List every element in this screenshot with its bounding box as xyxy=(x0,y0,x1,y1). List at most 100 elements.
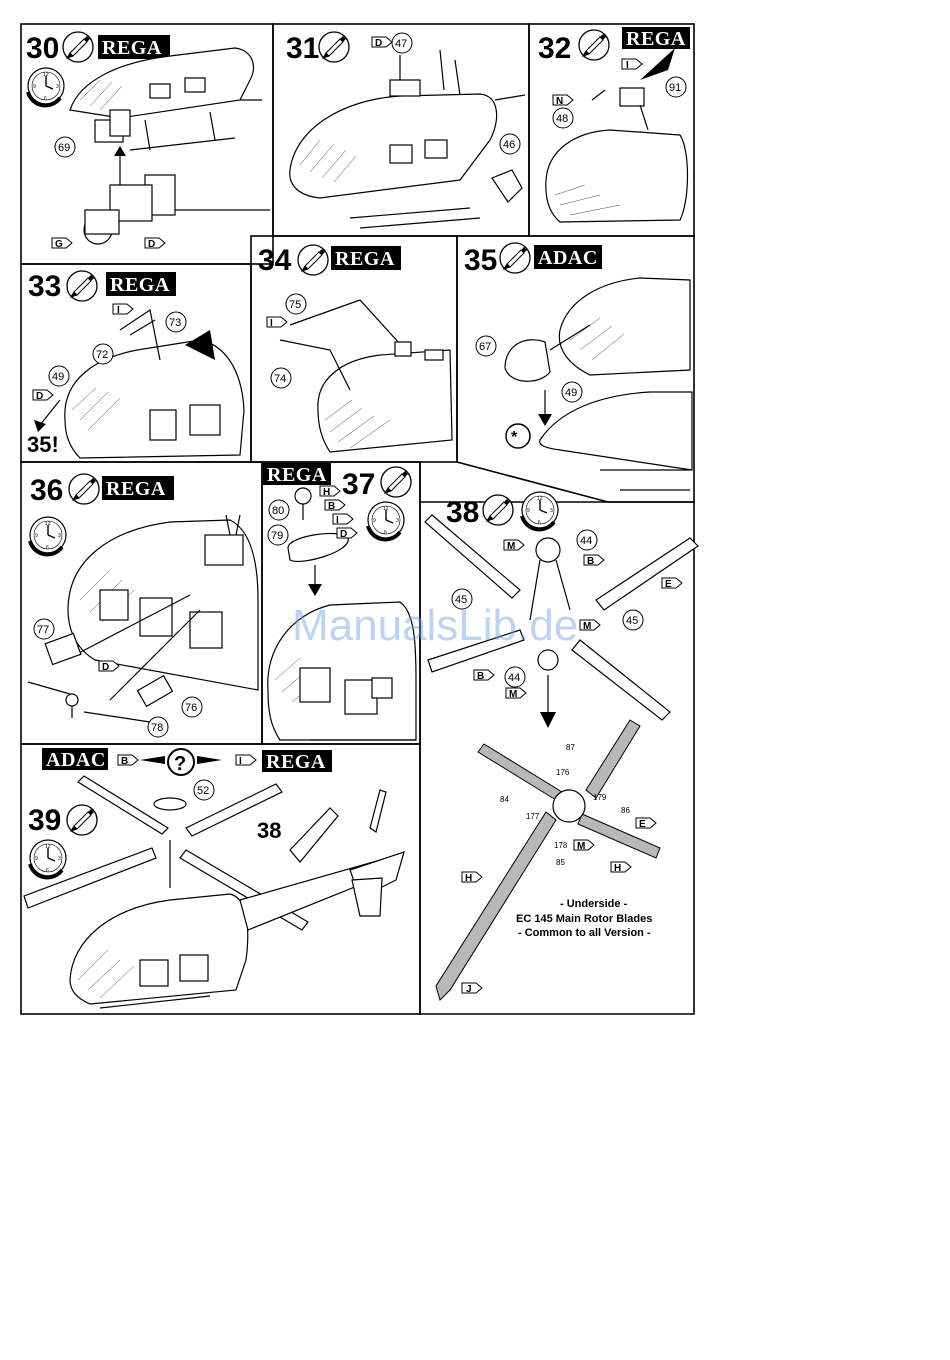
helicopter-drawing xyxy=(23,775,405,1009)
sprue-label: I xyxy=(626,60,629,71)
sprue-label: N xyxy=(556,96,563,107)
sprue-label: D xyxy=(102,662,109,673)
sprue-label: M xyxy=(583,621,591,632)
drying-time-clock-icon xyxy=(28,838,68,880)
part-number: 67 xyxy=(479,341,491,353)
part-number: 49 xyxy=(52,371,64,383)
sprue-label: E xyxy=(665,579,672,590)
question-mark: ? xyxy=(174,753,186,775)
sprue-label: D xyxy=(36,391,43,402)
badge-bg xyxy=(106,272,176,296)
badge-bg xyxy=(534,245,602,269)
rotor-underside-drawing xyxy=(435,719,661,1001)
part-number: 49 xyxy=(565,387,577,399)
part-number: 87 xyxy=(566,743,575,752)
rotor-note-line1: - Underside - xyxy=(560,898,628,910)
step-reference: 35! xyxy=(27,432,59,457)
part-number: 86 xyxy=(621,806,630,815)
step-38: 38 M 44 B 45 M E 45 B 44 xyxy=(424,490,699,1001)
sprue-label: E xyxy=(639,819,646,830)
variant-badge-right: REGA xyxy=(266,751,326,773)
step-number: 30 xyxy=(26,32,59,65)
step-reference: 38 xyxy=(257,818,281,843)
glue-icon xyxy=(482,494,514,526)
part-number: 75 xyxy=(289,299,301,311)
badge-bg xyxy=(262,750,332,772)
variant-badge: ADAC xyxy=(46,749,106,771)
sprue-label: M xyxy=(509,689,517,700)
glue-icon xyxy=(66,270,98,302)
part-number: 44 xyxy=(580,535,592,547)
rotor-exploded-drawing xyxy=(424,514,699,728)
step-number: 38 xyxy=(446,496,479,529)
variant-badge: REGA xyxy=(267,464,327,486)
part-number: 177 xyxy=(526,812,540,821)
part-number: 84 xyxy=(500,795,509,804)
sprue-label: B xyxy=(121,756,128,767)
glue-icon xyxy=(62,31,94,63)
glue-icon xyxy=(297,244,329,276)
step-33: 33 REGA I 73 72 49 D 35! xyxy=(27,270,245,459)
step-number: 36 xyxy=(30,474,63,507)
sprue-label: D xyxy=(148,239,155,250)
part-number: 176 xyxy=(556,768,570,777)
step-35: 35 ADAC 67 49 * xyxy=(464,242,693,491)
sprue-label: B xyxy=(587,556,594,567)
part-number: 77 xyxy=(37,624,49,636)
helicopter-drawing xyxy=(267,487,417,741)
helicopter-drawing xyxy=(504,277,693,491)
part-number: 80 xyxy=(272,505,284,517)
part-number: 73 xyxy=(169,317,181,329)
part-number: 45 xyxy=(626,615,638,627)
badge-bg xyxy=(102,476,174,500)
badge-bg xyxy=(331,246,401,270)
step-30: 30 REGA 69 G D xyxy=(26,31,270,250)
sprue-label: I xyxy=(117,305,120,316)
badge-bg xyxy=(42,748,108,770)
badge-bg xyxy=(263,463,331,485)
sprue-label: H xyxy=(323,487,330,498)
badge-bg xyxy=(98,35,170,59)
step-36: 36 REGA 77 D 76 78 xyxy=(27,473,259,738)
step-number: 31 xyxy=(286,32,319,65)
drying-time-clock-icon xyxy=(26,66,66,108)
sprue-label: B xyxy=(328,501,335,512)
watermark: ManualsLib.de xyxy=(292,601,578,650)
sprue-label: I xyxy=(270,318,273,329)
step-37: REGA 37 H 80 B I 79 D xyxy=(263,463,417,741)
part-number: 72 xyxy=(96,349,108,361)
sprue-label: G xyxy=(55,239,63,250)
part-number: 91 xyxy=(669,82,681,94)
sprue-label: J xyxy=(466,984,472,995)
glue-icon xyxy=(66,804,98,836)
badge-bg xyxy=(622,27,690,49)
svg-text:*: * xyxy=(511,429,518,446)
step-number: 35 xyxy=(464,244,497,277)
variant-badge: ADAC xyxy=(538,247,598,269)
variant-badge: REGA xyxy=(106,478,166,500)
sprue-label: I xyxy=(239,756,242,767)
part-number: 76 xyxy=(185,702,197,714)
asterisk-icon xyxy=(505,423,531,449)
part-number: 52 xyxy=(197,785,209,797)
rotor-note-line2: EC 145 Main Rotor Blades xyxy=(516,913,652,925)
drying-time-clock-icon xyxy=(520,490,560,532)
part-number: 44 xyxy=(508,672,520,684)
sprue-label: M xyxy=(577,841,585,852)
rotor-note-line3: - Common to all Version - xyxy=(518,927,651,939)
part-number: 45 xyxy=(455,594,467,606)
sprue-label: H xyxy=(465,873,472,884)
part-number: 69 xyxy=(58,142,70,154)
drying-time-clock-icon xyxy=(366,500,406,542)
helicopter-drawing xyxy=(69,47,270,245)
step-number: 37 xyxy=(342,468,375,501)
sprue-label: D xyxy=(340,529,347,540)
step-34: 34 REGA 75 I 74 xyxy=(258,244,453,453)
helicopter-drawing xyxy=(289,49,526,229)
part-number: 74 xyxy=(274,373,286,385)
step-number: 34 xyxy=(258,244,292,277)
step-number: 39 xyxy=(28,804,61,837)
step-31: 31 D 47 46 xyxy=(286,31,526,229)
part-number: 47 xyxy=(395,38,407,50)
variant-badge: REGA xyxy=(335,248,395,270)
